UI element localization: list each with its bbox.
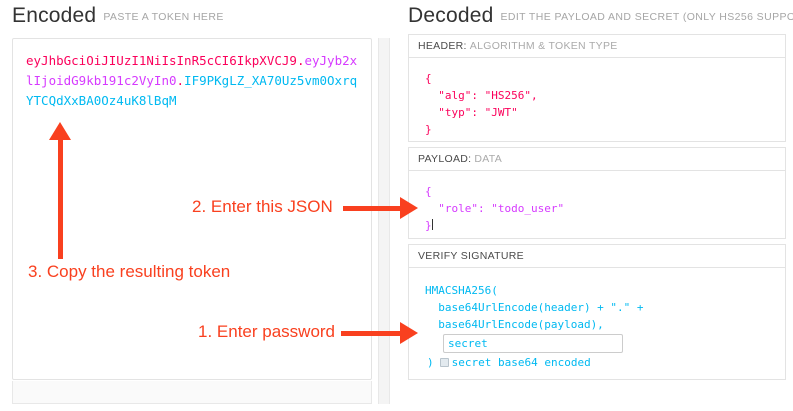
annotation-2-arrowhead xyxy=(400,197,418,219)
secret-base64-label[interactable]: secret base64 encoded xyxy=(451,356,591,369)
header-section-label: HEADER:ALGORITHM & TOKEN TYPE xyxy=(408,34,786,58)
signature-line-3: base64UrlEncode(payload), xyxy=(425,318,604,331)
annotation-2-line xyxy=(343,206,403,211)
secret-input[interactable] xyxy=(443,334,623,353)
token-signature-segment: IF9PKgLZ_XA70Uz5vm0OxrqYTCQdXxBA0Oz4uK8l… xyxy=(26,73,358,108)
annotation-1-text: 1. Enter password xyxy=(198,322,336,341)
header-section-label-value: ALGORITHM & TOKEN TYPE xyxy=(469,40,618,52)
signature-section-label: VERIFY SIGNATURE xyxy=(408,244,786,268)
encoded-subtitle: PASTE A TOKEN HERE xyxy=(103,11,224,23)
header-section-label-key: HEADER: xyxy=(418,40,467,52)
payload-section-label: PAYLOAD:DATA xyxy=(408,147,786,171)
token-header-segment: eyJhbGciOiJIUzI1NiIsInR5cCI6IkpXVCJ9 xyxy=(26,53,297,68)
decoded-title: Decoded xyxy=(408,4,494,27)
payload-json-editor[interactable]: { "role": "todo_user" } xyxy=(408,171,786,239)
encoded-token-text[interactable]: eyJhbGciOiJIUzI1NiIsInR5cCI6IkpXVCJ9.eyJ… xyxy=(26,51,361,111)
token-separator-2: . xyxy=(176,73,185,88)
annotation-2-text: 2. Enter this JSON xyxy=(192,197,333,216)
annotation-3-text: 3. Copy the resulting token xyxy=(28,262,231,281)
signature-close-paren: ) xyxy=(427,356,434,369)
secret-base64-checkbox[interactable] xyxy=(439,358,449,367)
payload-section-label-key: PAYLOAD: xyxy=(418,153,472,165)
payload-line-1: { xyxy=(425,185,432,198)
decoded-column-heading: Decoded EDIT THE PAYLOAD AND SECRET (ONLY… xyxy=(408,4,793,28)
signature-editor: HMACSHA256( base64UrlEncode(header) + ".… xyxy=(408,268,786,380)
decoded-subtitle: EDIT THE PAYLOAD AND SECRET (ONLY HS256 … xyxy=(500,11,793,23)
base64-encoded-row: ) secret base64 encoded xyxy=(427,356,591,369)
encoded-panel-footer xyxy=(12,381,372,404)
payload-section-label-value: DATA xyxy=(474,153,503,165)
encoded-scrollbar[interactable] xyxy=(378,38,390,404)
encoded-column-heading: Encoded PASTE A TOKEN HERE xyxy=(12,4,224,28)
header-json-editor[interactable]: { "alg": "HS256", "typ": "JWT" } xyxy=(408,58,786,142)
text-caret xyxy=(431,219,433,230)
token-separator-1: . xyxy=(296,53,305,68)
decoded-panel: HEADER:ALGORITHM & TOKEN TYPE { "alg": "… xyxy=(408,34,786,380)
payload-line-3: } xyxy=(425,219,432,232)
annotation-1-line xyxy=(341,331,403,336)
payload-line-2: "role": "todo_user" xyxy=(425,202,565,215)
token-payload-segment: eyJyb2xlIjoidG9kb191c2VyIn0 xyxy=(26,53,358,88)
annotation-3-arrowhead xyxy=(49,122,71,140)
signature-line-1: HMACSHA256( xyxy=(425,284,498,297)
signature-line-2: base64UrlEncode(header) + "." + xyxy=(425,301,644,314)
encoded-title: Encoded xyxy=(12,4,97,27)
encoded-token-textarea[interactable]: eyJhbGciOiJIUzI1NiIsInR5cCI6IkpXVCJ9.eyJ… xyxy=(12,38,372,380)
signature-section-label-key: VERIFY SIGNATURE xyxy=(418,250,524,262)
annotation-1-arrowhead xyxy=(400,322,418,344)
annotation-3-line xyxy=(58,134,63,259)
